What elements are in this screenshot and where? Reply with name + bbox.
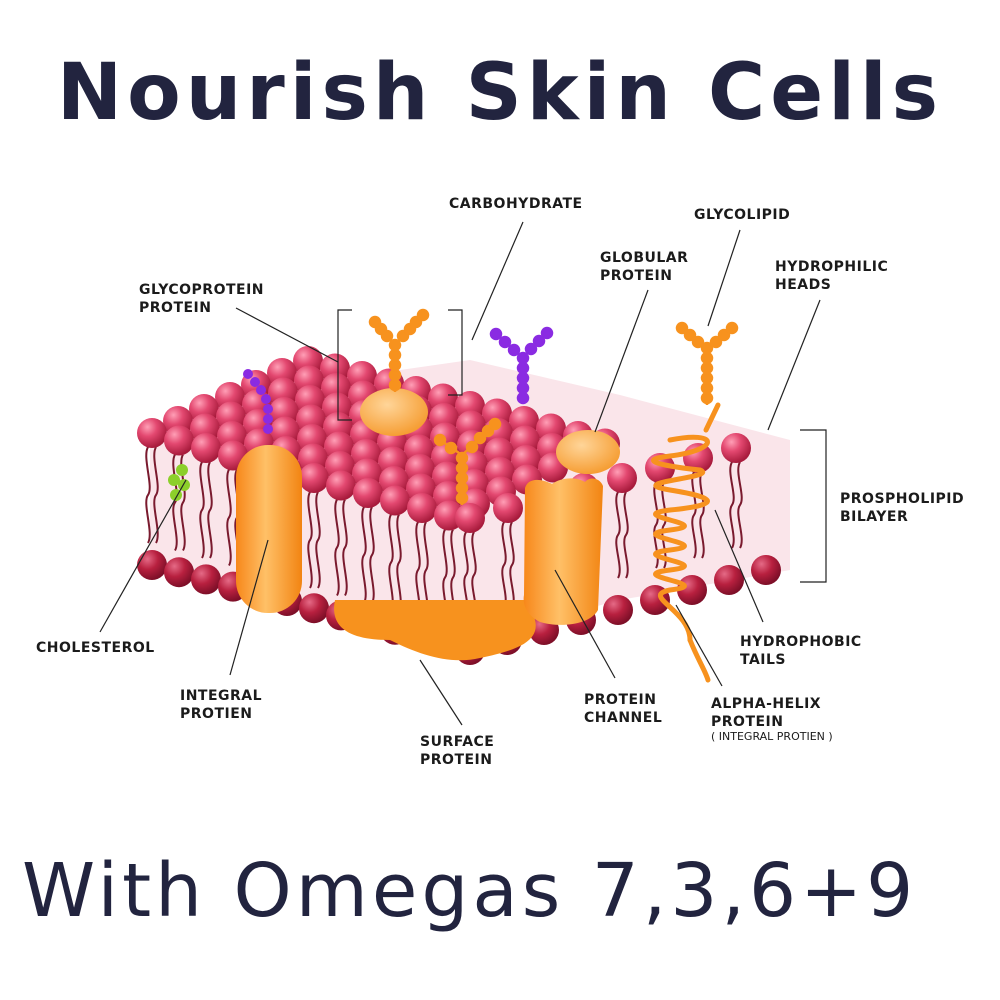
phospholipid-head <box>326 470 356 501</box>
carbohydrate-chain-center <box>433 417 502 505</box>
lipid-tail <box>615 491 621 579</box>
integral-protein <box>236 445 302 613</box>
alpha-helix-protein <box>651 402 721 683</box>
lipid-tail <box>172 453 178 552</box>
lipid-tail <box>307 491 313 589</box>
label-hydrophilic-heads-line2: HEADS <box>775 277 831 293</box>
label-globular-protein-line2: PROTEIN <box>600 268 672 284</box>
lipid-tail <box>737 461 743 549</box>
label-alpha-helix-line1: ALPHA-HELIX <box>711 696 821 712</box>
carbohydrate-chain-purple-top <box>489 326 554 405</box>
phospholipid-head <box>164 425 194 456</box>
label-alpha-helix-line2: PROTEIN <box>711 714 783 730</box>
label-surface-protein-line2: PROTEIN <box>420 752 492 768</box>
lipid-tail <box>623 491 629 579</box>
label-hydrophobic-tails-line1: HYDROPHOBIC <box>740 634 862 650</box>
lipid-tail <box>691 471 697 559</box>
lipid-tail <box>334 498 340 597</box>
lipid-tail <box>145 446 151 544</box>
page-subtitle: With Omegas 7,3,6+9 <box>22 848 918 934</box>
lipid-tail <box>699 471 705 559</box>
phospholipid-head <box>191 433 221 463</box>
phospholipid-head <box>299 463 329 493</box>
label-integral-protien-line2: PROTIEN <box>180 706 252 722</box>
phospholipid-head <box>380 485 410 516</box>
label-globular-protein-line1: GLOBULAR <box>600 250 688 266</box>
phospholipid-head-bottom <box>751 555 781 585</box>
surface-protein <box>334 600 536 661</box>
phospholipid-head-bottom <box>191 564 221 595</box>
lipid-tail <box>361 506 367 604</box>
label-hydrophobic-tails-line2: TAILS <box>740 652 786 668</box>
glycolipid <box>675 321 739 405</box>
label-protein-channel-line2: CHANNEL <box>584 710 662 726</box>
globular-protein-left <box>360 388 428 436</box>
phospholipid-head-bottom <box>714 565 744 595</box>
phospholipid-head <box>493 493 523 523</box>
lipid-tail <box>501 521 507 609</box>
label-hydrophilic-heads-line1: HYDROPHILIC <box>775 259 888 275</box>
diagram-labels: CARBOHYDRATE GLYCOLIPID GLOBULAR PROTEIN… <box>36 196 964 768</box>
lipid-tail <box>315 491 321 589</box>
label-phospholipid-line2: BILAYER <box>840 509 908 525</box>
label-glycolipid: GLYCOLIPID <box>694 207 790 223</box>
lipid-tail <box>396 513 402 612</box>
phospholipid-head-bottom <box>164 557 194 588</box>
glycoprotein-bracket <box>337 309 463 421</box>
phospholipid-head <box>353 478 383 508</box>
phospholipid-head-bottom <box>299 593 329 624</box>
globular-protein-right <box>556 430 620 474</box>
lipid-tail <box>729 461 735 549</box>
lipid-tail <box>199 461 205 559</box>
label-phospholipid-line1: PROSPHOLIPID <box>840 491 964 507</box>
phospholipid-head <box>455 503 485 533</box>
protein-channel <box>523 478 603 625</box>
lipid-tail <box>388 513 394 612</box>
lipid-tail <box>342 498 348 597</box>
phospholipid-head-bottom <box>137 550 167 580</box>
carbohydrate-chain-purple-left <box>243 369 273 434</box>
phospholipid-head <box>407 493 437 523</box>
label-glycoprotein-line1: GLYCOPROTEIN <box>139 282 264 298</box>
phospholipid-head <box>137 418 167 448</box>
lipid-tail <box>369 506 375 604</box>
label-surface-protein-line1: SURFACE <box>420 734 494 750</box>
label-alpha-helix-line3: ( INTEGRAL PROTIEN ) <box>711 730 833 743</box>
leader-lines <box>99 221 821 726</box>
label-integral-protien-line1: INTEGRAL <box>180 688 262 704</box>
phospholipid-head <box>607 463 637 493</box>
label-carbohydrate: CARBOHYDRATE <box>449 196 583 212</box>
label-glycoprotein-line2: PROTEIN <box>139 300 211 316</box>
lipid-tail <box>509 521 515 609</box>
page-title: Nourish Skin Cells <box>56 48 944 138</box>
label-cholesterol: CHOLESTEROL <box>36 640 155 656</box>
lipid-tail <box>226 468 232 567</box>
phospholipid-head <box>721 433 751 463</box>
label-protein-channel-line1: PROTEIN <box>584 692 656 708</box>
glycoprotein-carbohydrate <box>368 308 430 392</box>
phospholipid-head-bottom <box>603 595 633 625</box>
bilayer-bracket <box>800 429 827 583</box>
lipid-tail <box>207 461 213 559</box>
